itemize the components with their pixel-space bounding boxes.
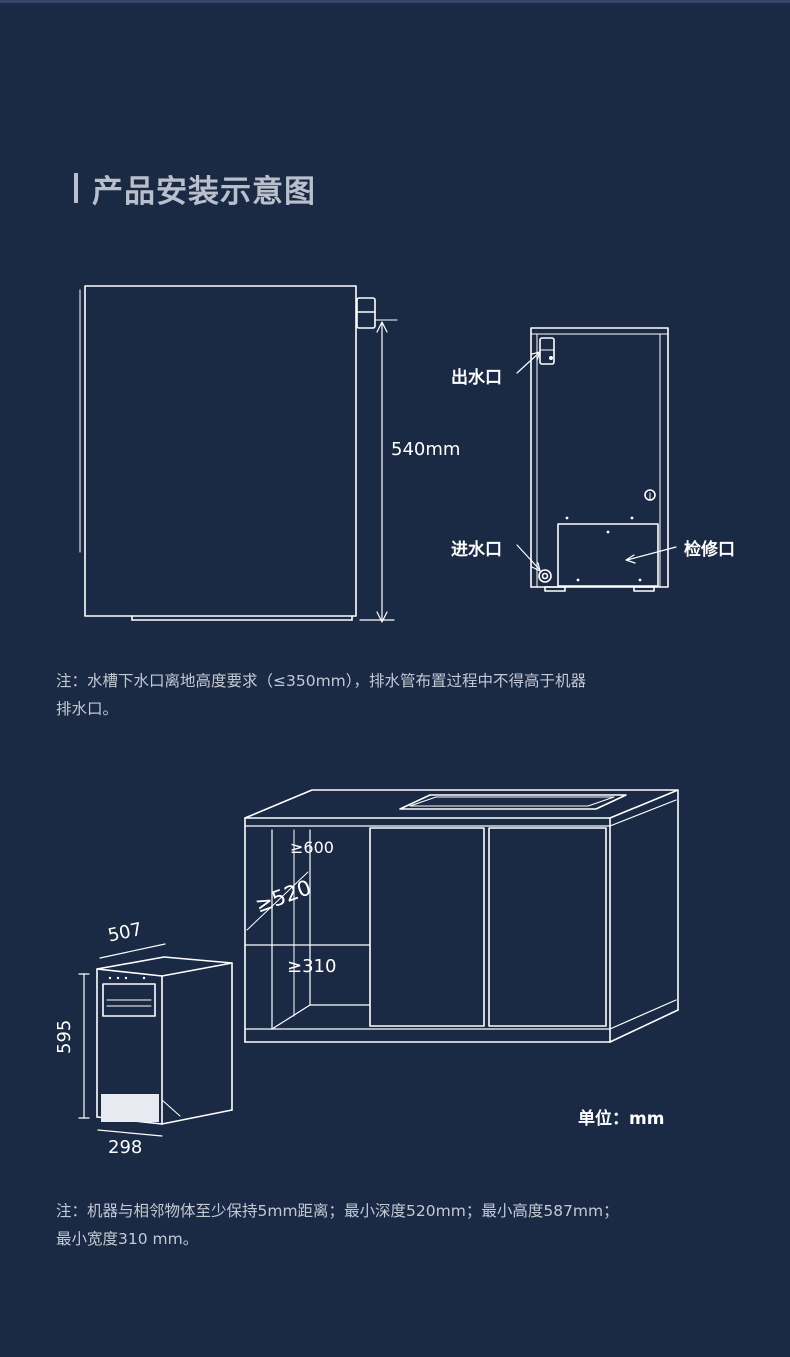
dimension-note-line1: 注：机器与相邻物体至少保持5mm距离；最小深度520mm；最小高度587mm； xyxy=(56,1202,619,1220)
water-outlet-label: 出水口 xyxy=(451,368,502,388)
section-title: 产品安装示意图 xyxy=(74,166,316,210)
clearance-310-label: ≥310 xyxy=(287,956,337,977)
clearance-600-label: ≥600 xyxy=(290,838,334,857)
machine xyxy=(96,956,233,1125)
unit-label: 单位：mm xyxy=(578,1109,665,1129)
machine-dimension-lines xyxy=(78,943,166,1137)
cabinet xyxy=(244,789,679,1043)
water-inlet-label: 进水口 xyxy=(451,540,502,560)
machine-height-label: 595 xyxy=(54,1019,75,1054)
install-note: 注：水槽下水口离地高度要求（≤350mm），排水管布置过程中不得高于机器 排水口… xyxy=(56,667,716,723)
callout-arrows xyxy=(516,351,677,572)
section-title-text: 产品安装示意图 xyxy=(92,173,316,210)
height-dimension-line xyxy=(359,321,395,623)
install-note-line1: 注：水槽下水口离地高度要求（≤350mm），排水管布置过程中不得高于机器 xyxy=(56,672,587,690)
install-note-line2: 排水口。 xyxy=(56,700,119,718)
machine-width-label: 298 xyxy=(108,1137,143,1158)
height-540-label: 540mm xyxy=(391,439,461,460)
dimension-note: 注：机器与相邻物体至少保持5mm距离；最小深度520mm；最小高度587mm； … xyxy=(56,1197,716,1253)
access-port-label: 检修口 xyxy=(684,540,735,560)
rear-view-machine xyxy=(530,327,669,592)
title-accent-bar xyxy=(74,173,78,203)
top-divider xyxy=(0,0,790,3)
side-view-machine xyxy=(79,285,398,621)
dimension-note-line2: 最小宽度310 mm。 xyxy=(56,1230,199,1248)
